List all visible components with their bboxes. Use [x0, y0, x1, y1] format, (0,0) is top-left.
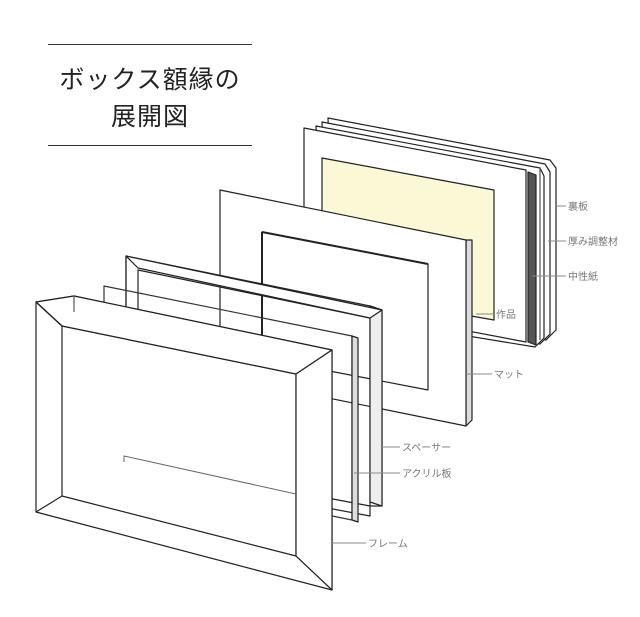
spacer-inner-edges — [123, 455, 297, 495]
title-bottom-rule — [48, 145, 252, 146]
label-thickness-adjuster: 厚み調整材 — [568, 235, 618, 248]
diagram-title-line-1: ボックス額縁の — [59, 65, 241, 94]
title-top-rule — [48, 44, 252, 45]
label-artwork: 作品 — [496, 309, 516, 321]
label-back-board: 裏板 — [568, 200, 588, 213]
label-neutral-paper: 中性紙 — [568, 270, 598, 283]
diagram-title-line-2: 展開図 — [110, 102, 189, 131]
label-spacer: スペーサー — [402, 442, 451, 454]
label-acrylic-board: アクリル板 — [402, 467, 452, 480]
part-labels: 裏板 厚み調整材 中性紙 作品 マット スペーサー アクリル板 フレーム — [368, 200, 618, 550]
thickness-adjuster-layer — [527, 171, 537, 346]
label-mat: マット — [494, 370, 524, 381]
leader-lines — [332, 205, 566, 544]
frame-layer — [35, 295, 333, 591]
label-frame: フレーム — [368, 538, 408, 550]
